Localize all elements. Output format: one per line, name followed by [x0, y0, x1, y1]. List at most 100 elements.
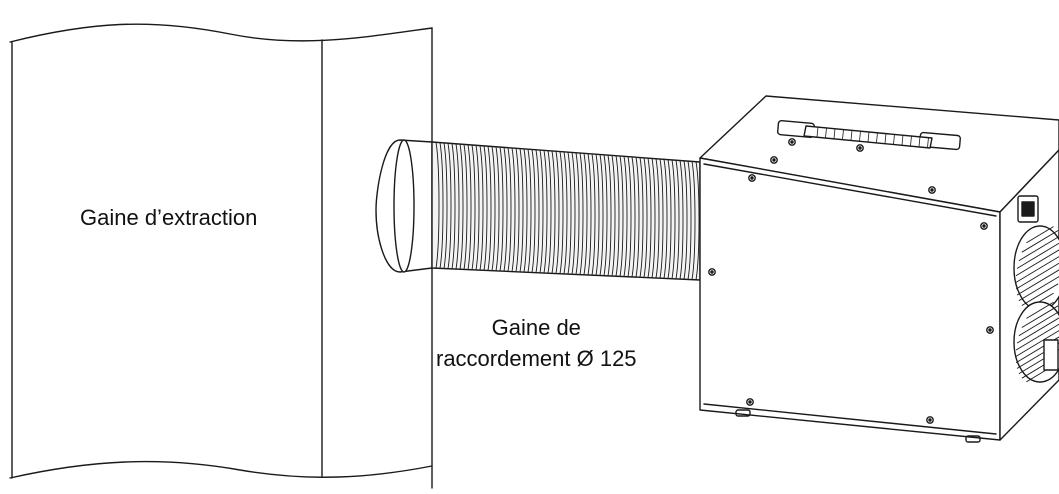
handle-grip-line	[842, 128, 844, 140]
hose-ring	[527, 148, 532, 273]
grille-slat	[1016, 242, 1059, 269]
handle-grip-line	[867, 131, 870, 143]
extraction-duct-top-edge	[9, 23, 433, 43]
hose-ring	[563, 151, 568, 275]
hose-ring	[475, 144, 480, 271]
hose-ring	[691, 160, 696, 281]
hose-ring	[471, 144, 476, 271]
hose-ring	[695, 161, 700, 281]
handle-grip-line	[876, 132, 878, 144]
hose-ring	[603, 154, 608, 277]
hose-ring	[443, 142, 448, 269]
side-socket	[1043, 339, 1059, 371]
connection-duct-label: Gaine de raccordement Ø 125	[436, 312, 637, 374]
extraction-duct	[9, 23, 433, 489]
unit-foot-right	[965, 435, 981, 443]
hose-ring	[687, 160, 692, 280]
handle-grip-line	[859, 130, 861, 142]
hose-ring	[655, 158, 660, 279]
handle-grip-line	[893, 133, 895, 145]
handle-grip-line	[910, 135, 912, 147]
hose-corrugations	[435, 141, 700, 281]
hose-ring	[663, 158, 668, 279]
hose-ring	[571, 151, 576, 275]
hose-ring	[623, 155, 628, 278]
hose-ring	[515, 147, 520, 273]
hose-ring	[491, 146, 496, 272]
hose-ring	[531, 149, 536, 273]
hose-ring	[659, 158, 664, 279]
screw-center	[748, 400, 752, 404]
hose-ring	[579, 152, 584, 276]
hose-ring	[587, 153, 592, 276]
extraction-duct-label: Gaine d’extraction	[80, 205, 258, 230]
handle-grip-line	[833, 128, 836, 140]
hose-ring	[627, 156, 632, 278]
grille-slat	[1018, 311, 1059, 336]
hose-ring	[555, 150, 560, 275]
fan-unit	[699, 95, 1059, 443]
screw-center	[928, 418, 932, 422]
unit-foot-left	[735, 409, 751, 417]
connection-duct	[375, 139, 701, 281]
hose-ring	[519, 148, 524, 273]
hose-ring	[671, 159, 676, 280]
hose-ring	[607, 154, 612, 277]
hose-ring	[439, 142, 444, 269]
unit-handle	[777, 120, 961, 151]
connection-duct-label-line1: Gaine de	[491, 315, 581, 340]
hose-ring	[679, 160, 684, 280]
hose-ring	[547, 150, 552, 274]
extraction-duct-bottom-edge	[9, 460, 433, 479]
hose-ring	[479, 145, 484, 271]
hose-ring	[647, 157, 652, 279]
connection-duct-label-line2: raccordement Ø 125	[436, 346, 637, 371]
grille-slat	[1016, 317, 1059, 344]
handle-grip-line	[901, 134, 904, 146]
grille-slat	[1026, 226, 1054, 244]
hose-ring	[459, 143, 464, 270]
handle-grip-line	[816, 126, 819, 138]
hose-ring	[591, 153, 596, 276]
hose-ring	[523, 148, 528, 273]
grille-slat	[1021, 230, 1059, 253]
hose-ring	[631, 156, 636, 278]
hose-ring	[539, 149, 544, 274]
hose-ring	[483, 145, 488, 271]
handle-grip-line	[850, 129, 853, 141]
screw-center	[858, 146, 862, 150]
hose-ring	[507, 147, 512, 272]
hose-ring	[487, 145, 492, 271]
handle-grip-line	[918, 136, 921, 148]
hose-ring	[543, 149, 548, 274]
screw-center	[930, 188, 934, 192]
unit-bottom-edge	[703, 403, 997, 435]
unit-front-edge	[703, 163, 997, 217]
grille-slat	[1026, 301, 1054, 319]
grille-slat	[1021, 283, 1059, 306]
hose-ring	[435, 141, 440, 269]
hose-ring	[551, 150, 556, 274]
screw-center	[982, 224, 986, 228]
unit-screws	[708, 138, 994, 424]
hose-ring	[451, 143, 456, 270]
grille-slat	[1015, 249, 1059, 276]
grille-slat	[1021, 305, 1059, 328]
screw-center	[710, 270, 714, 274]
hose-ring	[511, 147, 516, 273]
hose-ring	[615, 155, 620, 277]
screw-center	[790, 140, 794, 144]
screw-center	[772, 158, 776, 162]
hose-ring	[683, 160, 688, 280]
hose-ring	[559, 151, 564, 275]
hose-ring	[675, 159, 680, 280]
hose-ring	[499, 146, 504, 272]
hose-ring	[583, 152, 588, 276]
screw-center	[750, 176, 754, 180]
hose-ring	[467, 144, 472, 271]
grille-slat	[1015, 336, 1059, 363]
hose-collar-rim	[393, 139, 415, 273]
grille-slat	[1015, 256, 1059, 283]
